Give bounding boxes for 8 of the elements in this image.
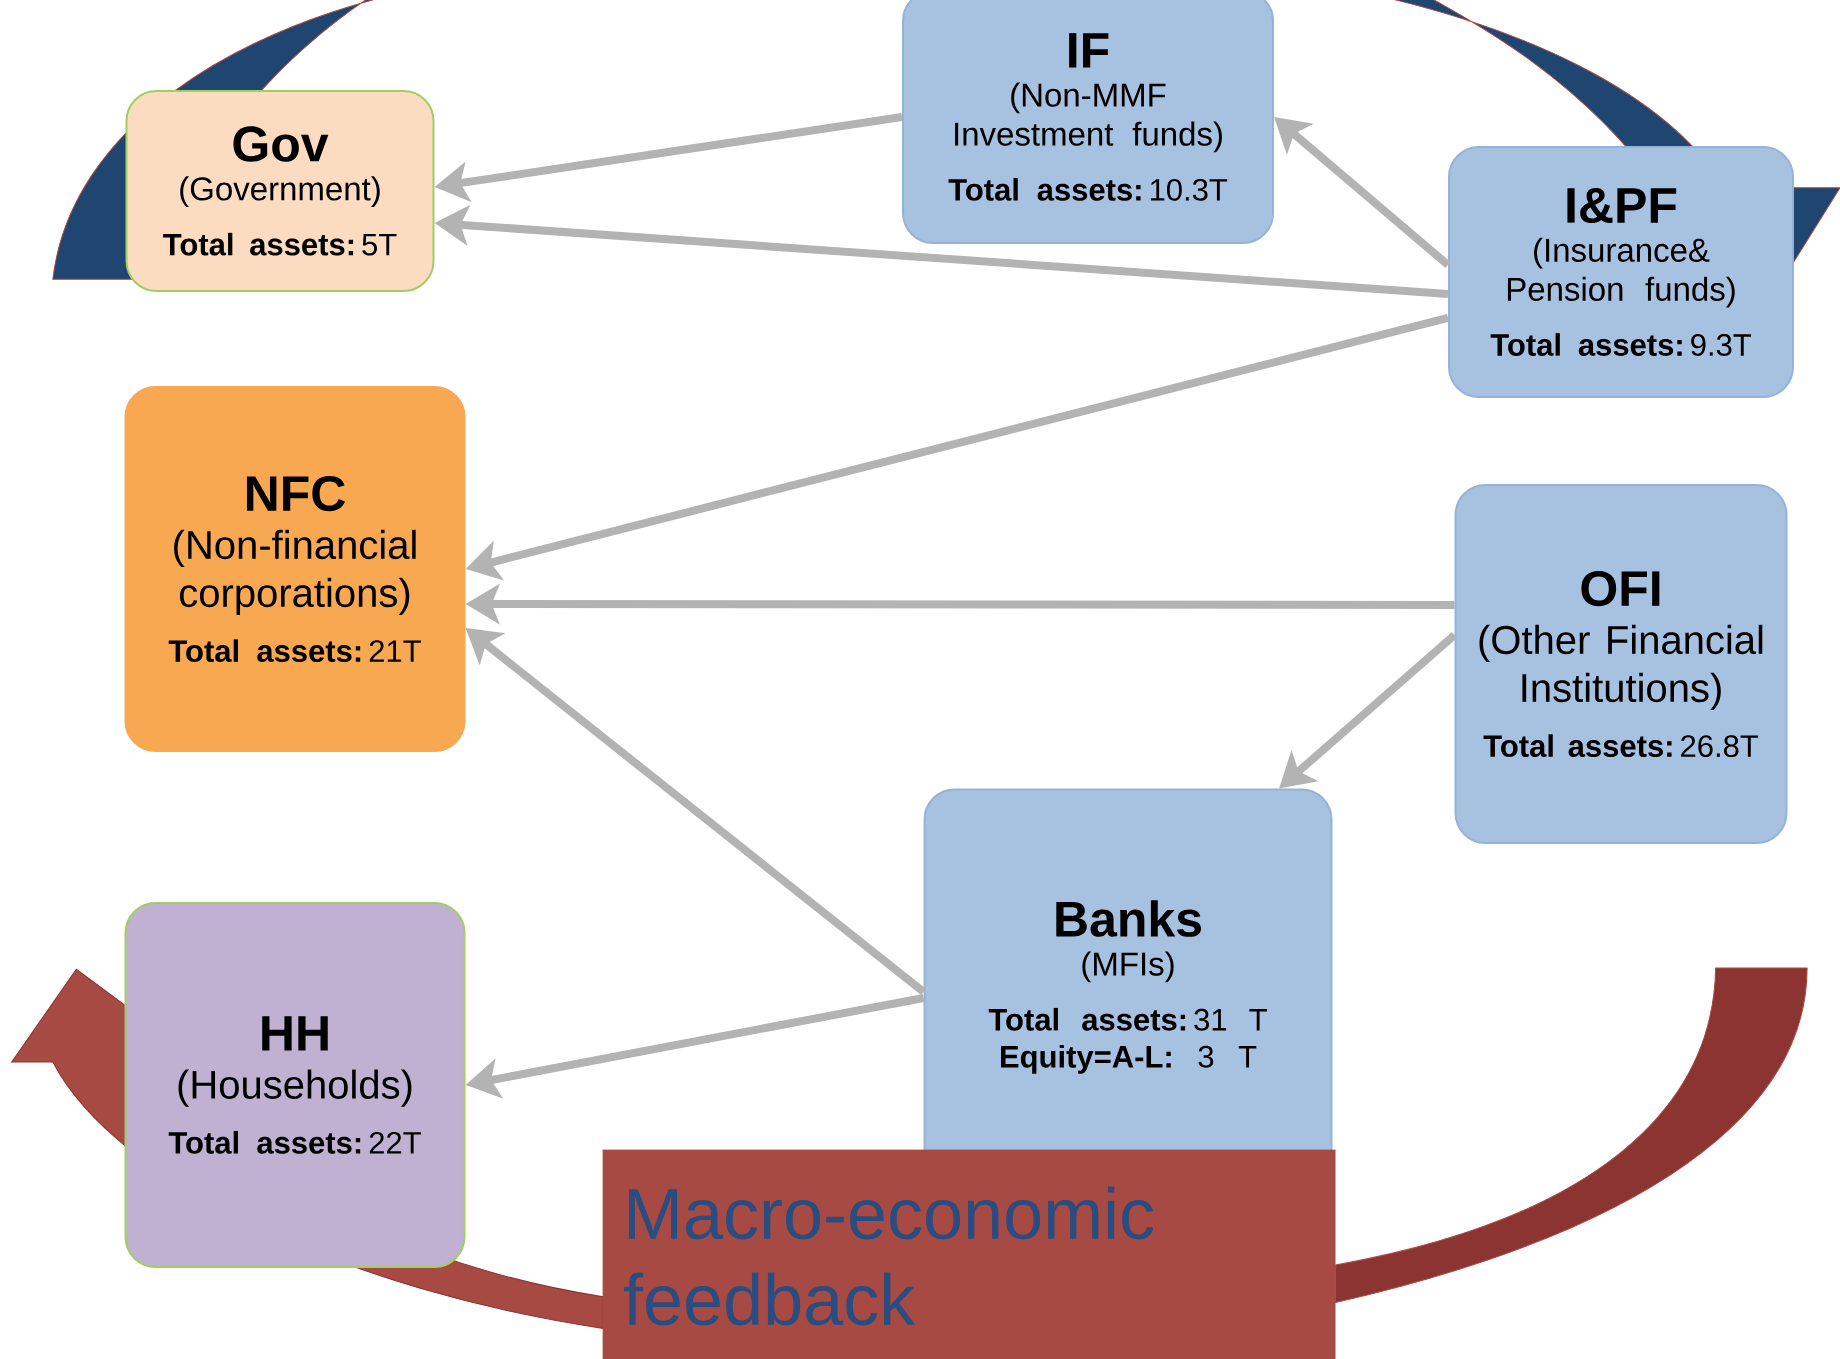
- sector-box: OFI (Other Financial Institutions) Total assets: 26.8T: [1454, 484, 1788, 844]
- sector-box: IF (Non-MMF Investment funds) Total assets: 10.3T: [902, 0, 1274, 244]
- sector-box: Gov (Government) Total assets: 5T: [125, 90, 435, 292]
- sector-box: NFC (Non-financial corporations) Total assets: 21T: [124, 386, 466, 752]
- sector-box: Banks (MFIs) Total assets: 31 T Equity=A-L: 3 T: [923, 788, 1333, 1186]
- sector-box: I&PF (Insurance& Pension funds) Total assets: 9.3T: [1448, 146, 1794, 398]
- sector-box: HH (Households) Total assets: 22T: [124, 902, 466, 1268]
- feedback-banner: Macro-economic feedback: [602, 1149, 1336, 1359]
